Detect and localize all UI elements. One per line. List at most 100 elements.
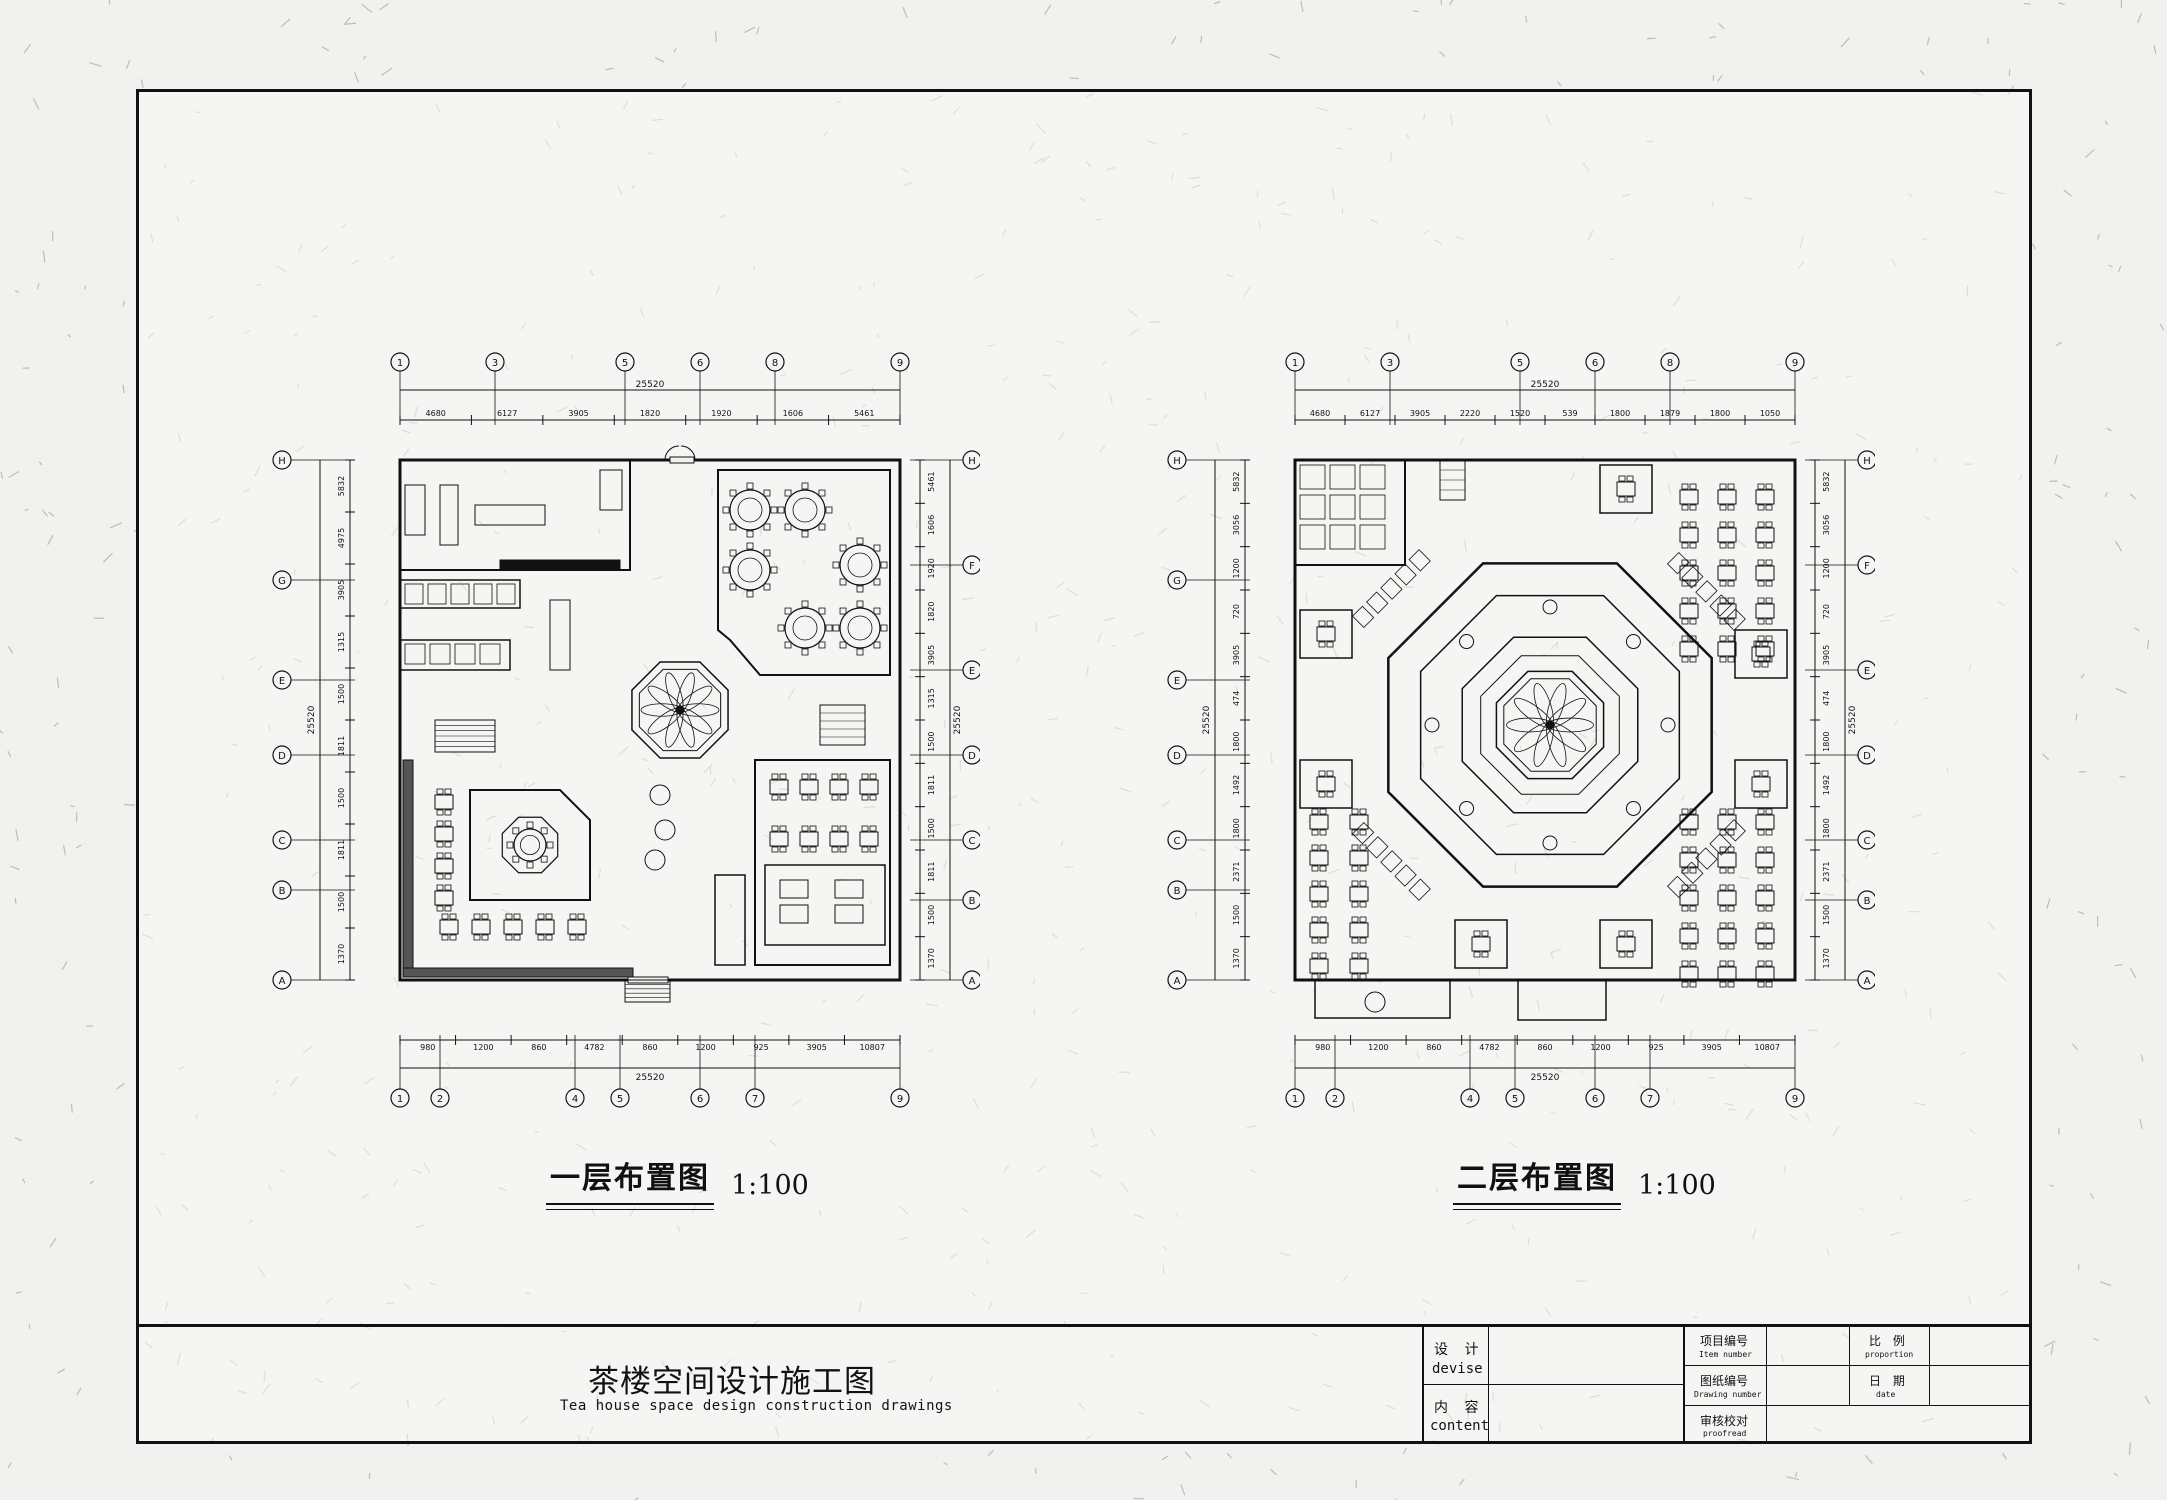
octagonal-atrium <box>1461 636 1639 814</box>
chair <box>818 523 826 531</box>
chair <box>1727 618 1735 625</box>
chair <box>444 809 452 816</box>
grid-axis-label: C <box>1174 836 1181 847</box>
chair <box>825 506 833 514</box>
chair <box>873 578 881 586</box>
square-table <box>1349 958 1369 974</box>
dimension-total: 25520 <box>1531 1073 1560 1083</box>
chair <box>779 846 787 853</box>
chair <box>839 794 847 801</box>
chair <box>784 523 792 531</box>
grid-axis-label: D <box>278 751 286 762</box>
square-table <box>1755 966 1775 982</box>
paper-fiber <box>1171 36 1177 45</box>
paper-fiber <box>1439 51 1446 57</box>
chair <box>436 852 444 859</box>
square-table <box>1717 852 1737 868</box>
paper-fiber <box>1786 1476 1800 1481</box>
chair <box>801 825 809 832</box>
chair <box>1719 981 1727 988</box>
paper-fiber <box>67 334 71 338</box>
paper-fiber <box>987 1449 994 1456</box>
stair-icon <box>819 704 866 746</box>
chair <box>869 794 877 801</box>
paper-fiber <box>122 384 125 394</box>
dimension-label: 5461 <box>927 471 936 491</box>
grid-axis-label: 2 <box>1332 1094 1338 1105</box>
grid-axis-label: 1 <box>1292 358 1298 369</box>
square-table <box>1309 958 1329 974</box>
grid-axis-label: H <box>968 456 976 467</box>
paper-fiber <box>83 285 87 290</box>
decor-circle <box>1364 991 1386 1013</box>
dimension-label: 925 <box>1648 1043 1663 1052</box>
paper-fiber <box>343 22 357 25</box>
chair <box>1689 905 1697 912</box>
round-table-icon <box>1542 835 1558 851</box>
dimension-label: 1920 <box>711 409 731 418</box>
grid-axis-label: 8 <box>772 358 778 369</box>
dimension-label: 720 <box>1232 604 1241 619</box>
dimension-label: 539 <box>1562 409 1577 418</box>
chair <box>1311 844 1319 851</box>
dimension-label: 1370 <box>1232 948 1241 968</box>
dimension-label: 4680 <box>426 409 446 418</box>
paper-fiber <box>344 17 351 25</box>
chair <box>1757 829 1765 836</box>
booth-seat <box>1394 563 1417 586</box>
item-number-label-en: Item number <box>1699 1350 1752 1359</box>
diagonal-booth-row <box>1351 549 1431 629</box>
chair <box>1727 483 1735 490</box>
dimension-label: 1800 <box>1822 818 1831 838</box>
kitchen-counter <box>599 469 623 511</box>
chair <box>1753 791 1761 798</box>
banquet-room <box>717 469 891 676</box>
dimension-label: 1370 <box>927 948 936 968</box>
chair <box>1753 770 1761 777</box>
square-table <box>799 779 819 795</box>
chair <box>1318 620 1326 627</box>
paper-fiber <box>103 552 113 563</box>
paper-fiber <box>354 72 360 83</box>
square-table <box>1717 928 1737 944</box>
chair <box>1481 930 1489 937</box>
paper-fiber <box>1919 70 1925 75</box>
private-dining-room <box>1734 629 1788 679</box>
paper-fiber <box>7 750 12 757</box>
chair <box>1727 542 1735 549</box>
dimension-label: 3905 <box>568 409 588 418</box>
dimension-label: 6127 <box>497 409 517 418</box>
chair <box>1681 884 1689 891</box>
chair <box>856 585 864 593</box>
paper-fiber <box>673 48 677 53</box>
paper-fiber <box>1300 0 1304 12</box>
chair <box>1719 867 1727 874</box>
square-table <box>769 779 789 795</box>
chair <box>1359 937 1367 944</box>
paper-fiber <box>14 1137 22 1142</box>
toilet-stall <box>1329 494 1356 520</box>
kitchen-room <box>399 459 631 571</box>
square-table <box>434 794 454 810</box>
dimension-label: 1500 <box>337 892 346 912</box>
chair <box>1765 656 1773 663</box>
paper-fiber <box>2002 1453 2007 1460</box>
grid-axis-label: 5 <box>622 358 628 369</box>
chair <box>1681 846 1689 853</box>
chair <box>777 624 785 632</box>
grid-axis-label: 6 <box>1592 358 1598 369</box>
toilet-stall <box>427 583 447 605</box>
paper-fiber <box>57 1368 66 1374</box>
chair <box>512 827 520 835</box>
chair <box>481 934 489 941</box>
chair <box>1351 973 1359 980</box>
dimension-label: 1370 <box>337 944 346 964</box>
chair <box>1761 661 1769 668</box>
drawing-number-label-en: Drawing number <box>1694 1390 1762 1399</box>
chair <box>831 825 839 832</box>
chair <box>784 607 792 615</box>
paper-fiber <box>1865 1455 1873 1464</box>
chair <box>1618 930 1626 937</box>
door-opening <box>669 456 695 464</box>
round-table-icon <box>729 489 771 531</box>
